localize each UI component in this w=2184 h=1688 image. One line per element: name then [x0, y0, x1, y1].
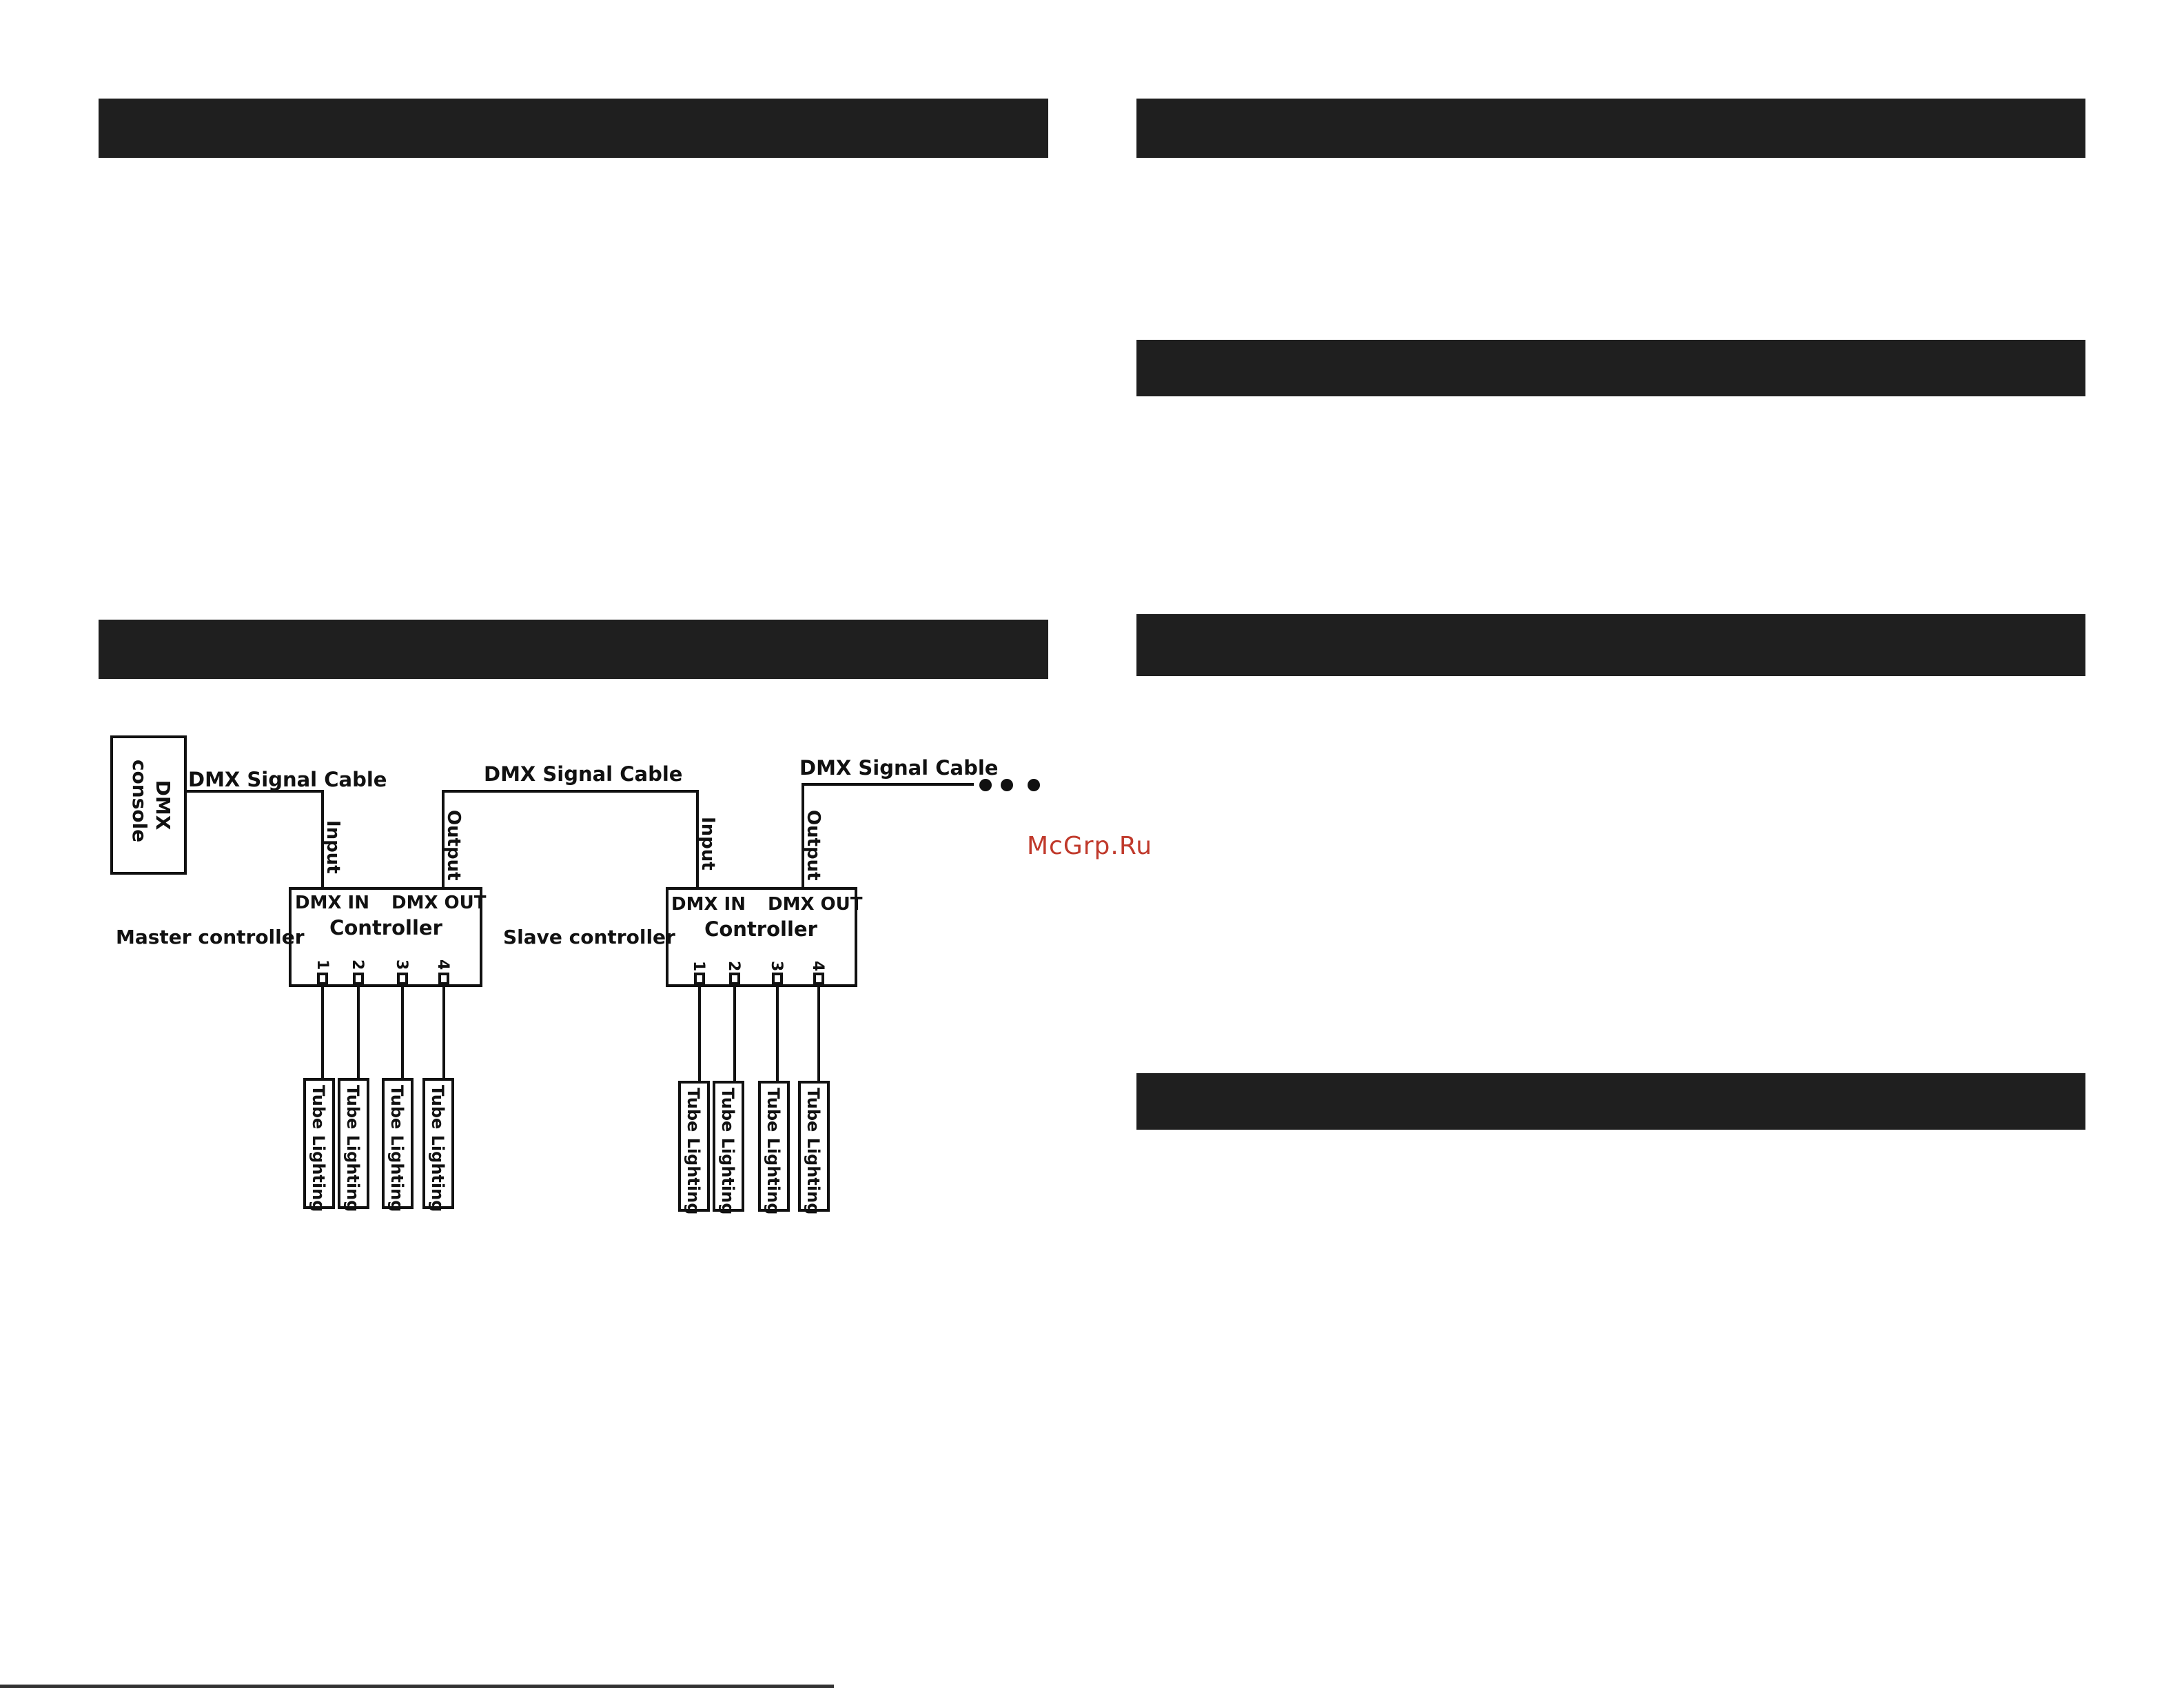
dmx-console-label-line1: DMX: [152, 780, 174, 831]
master-port-number-3: 3: [393, 959, 410, 970]
slave-tube-3: [758, 1081, 790, 1212]
slave-controller-title: Controller: [704, 917, 817, 941]
slave-tube-2: [713, 1081, 744, 1212]
slave-output-label: Output: [803, 810, 824, 881]
master-dmx-out-label: DMX OUT: [391, 893, 487, 913]
continuation-dot-2: [1001, 779, 1013, 791]
signal-cable-2: [442, 790, 699, 888]
dmx-console-box: [110, 735, 187, 875]
signal-cable-label-2: DMX Signal Cable: [484, 762, 682, 786]
slave-port-number-1: 1: [690, 961, 707, 971]
slave-tube-label-1: Tube Lighting: [684, 1088, 703, 1214]
master-controller-title: Controller: [329, 916, 442, 939]
section-header-bar-right-3: [1136, 614, 2085, 676]
section-header-bar-right-4: [1136, 1073, 2085, 1130]
master-input-label: Input: [323, 820, 343, 874]
master-tube-label-4: Tube Lighting: [428, 1085, 447, 1212]
section-header-bar-left-1: [99, 99, 1048, 158]
section-header-bar-left-2: [99, 620, 1048, 679]
slave-port-3: [772, 973, 783, 985]
slave-dmx-out-label: DMX OUT: [768, 894, 863, 915]
master-controller-label: Master controller: [116, 926, 305, 948]
master-port-3: [397, 973, 408, 985]
slave-tube-label-3: Tube Lighting: [764, 1088, 783, 1214]
slave-port-1: [694, 973, 705, 985]
slave-input-label: Input: [697, 817, 718, 871]
slave-controller-box: [666, 887, 857, 987]
watermark: McGrp.Ru: [1027, 832, 1152, 860]
slave-port-number-2: 2: [725, 961, 742, 971]
slave-port-number-4: 4: [809, 961, 826, 971]
slave-controller-label: Slave controller: [503, 926, 675, 948]
signal-cable-label-3: DMX Signal Cable: [799, 756, 998, 780]
master-controller-box: [289, 887, 482, 987]
master-port-4: [438, 973, 449, 985]
slave-port-2: [729, 973, 740, 985]
master-tube-label-3: Tube Lighting: [387, 1085, 407, 1212]
section-header-bar-right-2: [1136, 340, 2085, 396]
continuation-dot-3: [1028, 779, 1040, 791]
master-port-2: [353, 973, 364, 985]
master-dmx-in-label: DMX IN: [295, 893, 369, 913]
master-tube-4: [422, 1078, 454, 1209]
master-tube-label-2: Tube Lighting: [343, 1085, 363, 1212]
signal-cable-3: [802, 783, 974, 888]
master-tube-label-1: Tube Lighting: [309, 1085, 328, 1212]
slave-tube-label-2: Tube Lighting: [718, 1088, 737, 1214]
slave-tube-label-4: Tube Lighting: [804, 1088, 823, 1214]
master-tube-2: [338, 1078, 369, 1209]
master-tube-1: [303, 1078, 335, 1209]
section-header-bar-right-1: [1136, 99, 2085, 158]
slave-port-number-3: 3: [768, 961, 785, 971]
master-port-1: [317, 973, 328, 985]
signal-cable-1: [185, 790, 324, 888]
slave-port-4: [813, 973, 824, 985]
footer-line: [0, 1685, 834, 1688]
continuation-dot-1: [979, 779, 992, 791]
slave-tube-4: [798, 1081, 830, 1212]
slave-tube-1: [678, 1081, 710, 1212]
slave-dmx-in-label: DMX IN: [671, 894, 746, 915]
master-tube-3: [382, 1078, 414, 1209]
master-output-label: Output: [443, 810, 464, 881]
dmx-console-label-line2: console: [128, 760, 151, 842]
master-port-number-1: 1: [314, 959, 331, 970]
master-port-number-2: 2: [349, 959, 366, 970]
signal-cable-label-1: DMX Signal Cable: [188, 768, 387, 791]
master-port-number-4: 4: [434, 959, 451, 970]
